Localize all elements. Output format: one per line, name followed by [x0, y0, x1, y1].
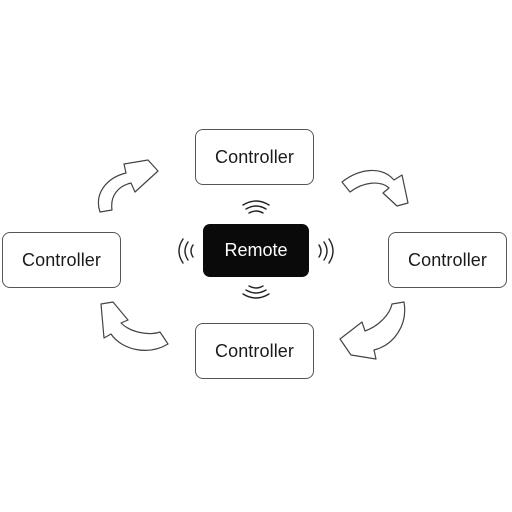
curved-arrow-icon — [100, 301, 169, 351]
remote-label: Remote — [224, 240, 288, 260]
signal-waves-icon — [242, 285, 270, 299]
controller-label: Controller — [407, 249, 488, 270]
curved-arrow-icon — [339, 301, 406, 360]
signal-waves-icon — [242, 200, 270, 214]
controller-box-top: Controller — [195, 129, 314, 185]
signal-waves-icon — [178, 238, 194, 264]
controller-box-right: Controller — [388, 232, 507, 288]
curved-arrow-icon — [97, 159, 159, 213]
signal-waves-icon — [318, 238, 334, 264]
controller-label: Controller — [214, 340, 295, 361]
controller-box-left: Controller — [2, 232, 121, 288]
controller-label: Controller — [21, 249, 102, 270]
controller-box-bottom: Controller — [195, 323, 314, 379]
controller-label: Controller — [214, 146, 295, 167]
remote-box: Remote — [203, 224, 309, 277]
curved-arrow-icon — [341, 169, 409, 207]
